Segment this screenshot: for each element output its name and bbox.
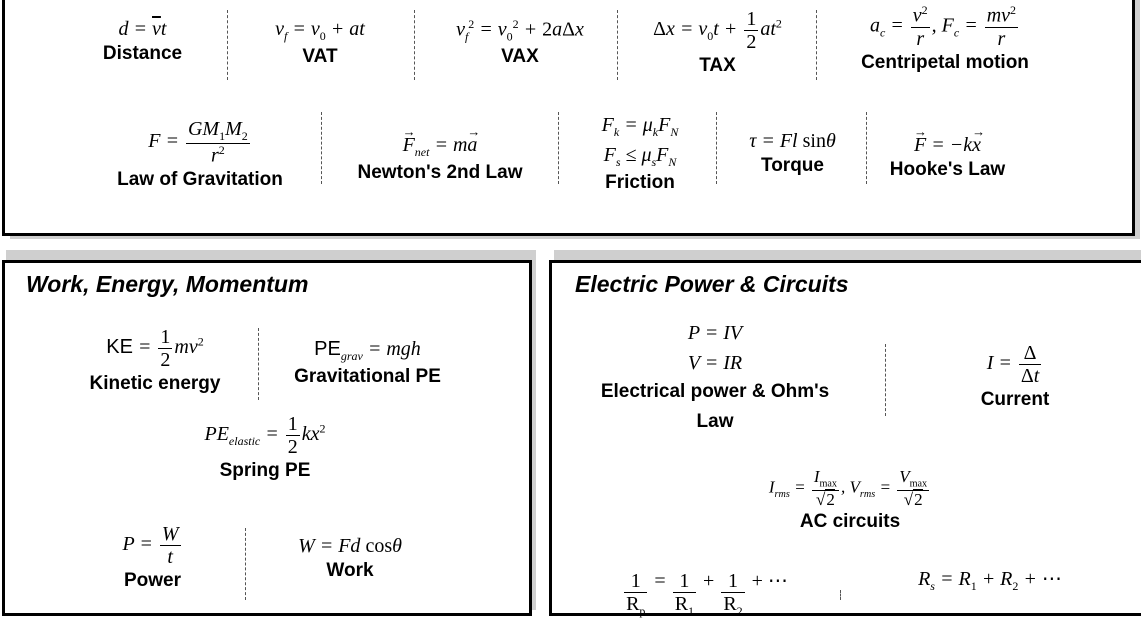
equation: F = −kx xyxy=(870,125,1025,157)
formula-work: W = Fd cosθ Work xyxy=(260,535,440,584)
formula-newton: Fnet = ma Newton's 2nd Law xyxy=(325,125,555,185)
equation: Rs = R1 + R2 + ⋯ xyxy=(918,568,1062,593)
section-title: Work, Energy, Momentum xyxy=(26,271,309,297)
divider xyxy=(258,328,259,400)
formula-label: Law of Gravitation xyxy=(117,168,283,190)
formula-ohms-law: P = IV V = IR Electrical power & Ohm's L… xyxy=(600,322,830,438)
formula-label: Friction xyxy=(605,171,675,193)
divider xyxy=(227,10,228,80)
divider xyxy=(866,112,867,184)
divider xyxy=(245,528,246,600)
work-energy-panel xyxy=(2,260,532,616)
equation: Irms = Imax√2, Vrms = Vmax√2 xyxy=(768,467,930,509)
formula-friction: Fk = μkFN Fs ≤ μsFN Friction xyxy=(565,114,715,195)
equation: P = IV xyxy=(687,322,743,344)
equation: τ = Fl sinθ xyxy=(749,130,836,152)
formula-label: Hooke's Law xyxy=(889,159,1006,180)
equation: PEgrav = mgh xyxy=(314,338,421,363)
formula-torque: τ = Fl sinθ Torque xyxy=(720,130,865,179)
formula-distance: d = vt Distance xyxy=(60,18,225,67)
divider xyxy=(840,590,841,600)
divider xyxy=(617,10,618,80)
formula-label: Current xyxy=(980,389,1050,410)
equation: d = vt xyxy=(118,18,167,40)
formula-label: Torque xyxy=(761,155,824,176)
mechanics-panel xyxy=(2,0,1135,236)
formula-label: Kinetic energy xyxy=(89,373,221,394)
formula-label: Electrical power & Ohm's Law xyxy=(600,381,830,433)
formula-label: Centripetal motion xyxy=(861,51,1029,73)
formula-label: AC circuits xyxy=(799,511,901,533)
formula-label: VAX xyxy=(501,46,539,68)
divider xyxy=(716,112,717,184)
formula-vat: vf = v0 + at VAT xyxy=(230,18,410,69)
formula-label: TAX xyxy=(699,55,736,76)
equation: vf = v0 + at xyxy=(275,18,365,43)
divider xyxy=(816,10,817,80)
formula-vax: vf2 = v02 + 2aΔx VAX xyxy=(420,17,620,70)
equation: Fnet = ma xyxy=(325,125,555,160)
divider xyxy=(558,112,559,184)
equation: Fk = μkFN xyxy=(601,114,679,139)
equation: V = IR xyxy=(687,352,743,374)
formula-label: Gravitational PE xyxy=(294,365,441,387)
formula-label: Power xyxy=(123,570,182,591)
formula-hooke: F = −kx Hooke's Law xyxy=(870,125,1025,183)
equation: vf2 = v02 + 2aΔx xyxy=(456,17,584,44)
divider xyxy=(414,10,415,80)
formula-label: VAT xyxy=(302,45,338,67)
equation: W = Fd cosθ xyxy=(298,535,402,557)
formula-label: Spring PE xyxy=(219,460,311,481)
formula-series-resistance: Rs = R1 + R2 + ⋯ xyxy=(890,568,1090,594)
formula-label: Newton's 2nd Law xyxy=(357,161,523,183)
circuits-panel xyxy=(549,260,1141,616)
formula-label: Work xyxy=(326,560,374,581)
formula-label: Distance xyxy=(102,43,183,64)
divider xyxy=(321,112,322,184)
formula-gravitational-pe: PEgrav = mgh Gravitational PE xyxy=(265,338,470,389)
equation: Fs ≤ μsFN xyxy=(603,143,677,169)
section-title: Electric Power & Circuits xyxy=(575,271,849,297)
divider xyxy=(885,344,886,416)
formula-ac-circuits: Irms = Imax√2, Vrms = Vmax√2 AC circuits xyxy=(730,467,970,535)
